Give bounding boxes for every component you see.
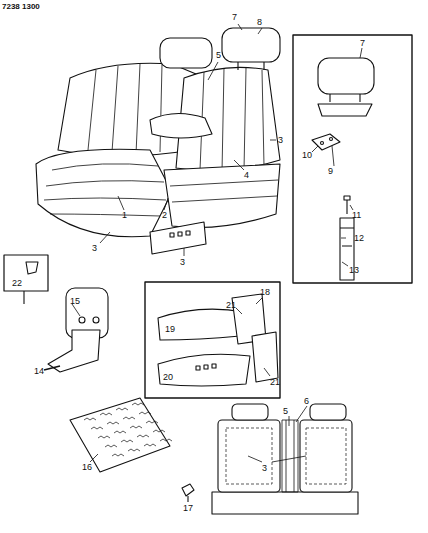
spring-mark <box>105 445 117 447</box>
callout-number: 15 <box>70 296 80 306</box>
spring-mark <box>132 403 144 405</box>
spring-mark <box>98 436 110 438</box>
callout-number: 21 <box>226 300 236 310</box>
callout-number: 12 <box>354 233 364 243</box>
callout-number: 6 <box>304 396 309 406</box>
callout-number: 5 <box>283 406 288 416</box>
spring-mark <box>130 426 142 428</box>
spring-mark <box>112 454 124 456</box>
callout-number: 5 <box>216 50 221 60</box>
callout-number: 3 <box>278 135 283 145</box>
callout-number: 7 <box>232 12 237 22</box>
callout-number: 3 <box>92 243 97 253</box>
spring-mark <box>91 427 103 429</box>
callout-number: 4 <box>244 170 249 180</box>
callout-number: 18 <box>260 287 270 297</box>
callout-number: 17 <box>183 503 193 513</box>
spring-mark <box>107 422 119 424</box>
spring-mark <box>116 408 128 410</box>
spring-mark <box>146 421 158 423</box>
callout-number: 3 <box>180 257 185 267</box>
spring-mark <box>114 431 126 433</box>
callout-number: 21 <box>270 377 280 387</box>
callout-number: 10 <box>302 150 312 160</box>
callout-number: 16 <box>82 462 92 472</box>
callout-number: 9 <box>328 166 333 176</box>
spring-mark <box>128 449 140 451</box>
callout-number: 8 <box>257 17 262 27</box>
spring-mark <box>144 444 156 446</box>
spring-mark <box>123 417 135 419</box>
spring-mark <box>153 430 165 432</box>
callout-number: 11 <box>352 210 361 220</box>
spring-mark <box>137 435 149 437</box>
callout-number: 13 <box>349 265 359 275</box>
callout-number: 14 <box>34 366 44 376</box>
callout-number: 22 <box>12 278 22 288</box>
callout-number: 3 <box>262 463 267 473</box>
spring-mark <box>100 413 112 415</box>
spring-mark <box>160 439 172 441</box>
figure-code: 7238 1300 <box>2 2 40 12</box>
spring-mark <box>121 440 133 442</box>
callout-number: 19 <box>165 324 175 334</box>
callout-number: 20 <box>163 372 173 382</box>
callout-number: 1 <box>122 210 127 220</box>
spring-mark <box>139 412 151 414</box>
spring-mark <box>84 418 96 420</box>
callout-number: 7 <box>360 38 365 48</box>
callout-number: 2 <box>162 210 167 220</box>
